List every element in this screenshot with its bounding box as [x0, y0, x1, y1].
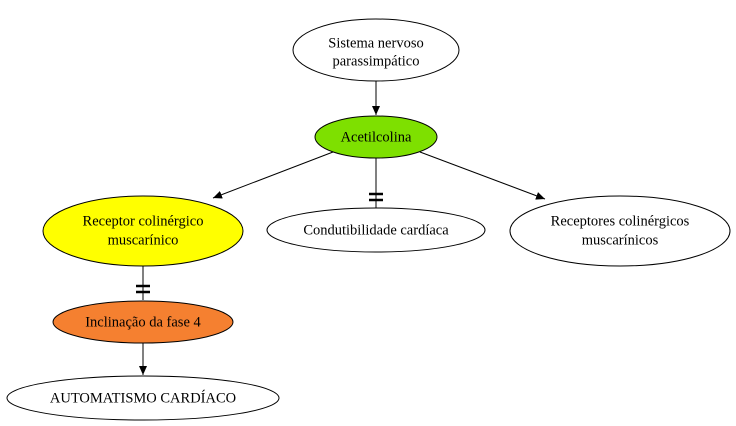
node-sistema-nervoso-shape [292, 18, 460, 82]
node-receptores-colinergicos-shape [509, 195, 731, 267]
node-receptores-colinergicos: Receptores colinérgicos muscarínicos [509, 195, 731, 267]
node-inclinacao-label: Inclinação da fase 4 [85, 314, 201, 330]
edge-acetilcolina-to-receptores-colinergicos [419, 151, 546, 200]
node-automatismo: AUTOMATISMO CARDÍACO [6, 375, 280, 421]
node-receptor-colinergico: Receptor colinérgico muscarínico [42, 195, 244, 267]
node-sistema-nervoso: Sistema nervoso parassimpático [292, 18, 460, 82]
node-receptor-colinergico-label-line1: Receptor colinérgico [83, 213, 204, 229]
node-acetilcolina-label: Acetilcolina [341, 129, 412, 145]
node-inclinacao: Inclinação da fase 4 [52, 300, 234, 344]
node-acetilcolina-shape [314, 115, 438, 159]
edge-line [212, 151, 334, 199]
node-inclinacao-shape [52, 300, 234, 344]
nodes-layer: Sistema nervoso parassimpático Acetilcol… [6, 18, 731, 421]
node-condutibilidade-label: Condutibilidade cardíaca [303, 222, 449, 238]
edge-line [419, 151, 546, 200]
node-condutibilidade-shape [266, 207, 486, 253]
node-receptor-colinergico-shape [42, 195, 244, 267]
node-sistema-nervoso-label-line2: parassimpático [333, 53, 420, 69]
node-condutibilidade: Condutibilidade cardíaca [266, 207, 486, 253]
edge-acetilcolina-to-condutibilidade [369, 158, 383, 208]
node-automatismo-shape [6, 375, 280, 421]
node-receptor-colinergico-label-line2: muscarínico [108, 232, 179, 248]
edges-layer [136, 81, 546, 375]
node-receptores-colinergicos-label-line2: muscarínicos [582, 232, 659, 248]
node-automatismo-label: AUTOMATISMO CARDÍACO [50, 389, 236, 406]
node-receptores-colinergicos-label-line1: Receptores colinérgicos [551, 213, 690, 229]
edge-acetilcolina-to-receptor-colinergico [212, 151, 334, 199]
node-acetilcolina: Acetilcolina [314, 115, 438, 159]
node-sistema-nervoso-label-line1: Sistema nervoso [328, 35, 423, 51]
edge-receptor-colinergico-to-inclinacao [136, 266, 150, 300]
